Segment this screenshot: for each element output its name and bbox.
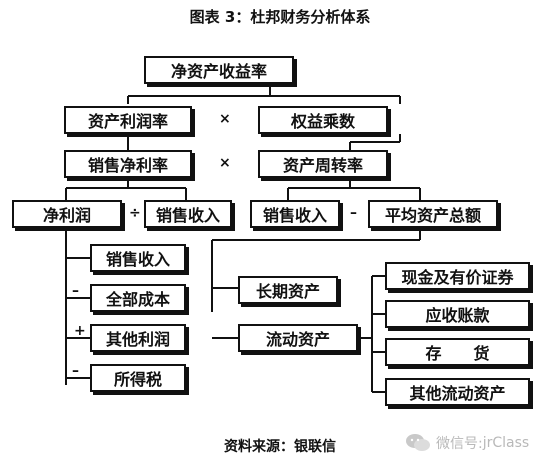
- node-current-assets: 流动资产: [238, 324, 358, 352]
- node-income-tax: 所得税: [90, 364, 186, 392]
- op-minus-2: –: [72, 363, 79, 379]
- op-divide: ÷: [129, 205, 141, 221]
- node-sales-revenue-c: 销售收入: [90, 244, 186, 272]
- node-roa: 资产利润率: [64, 106, 192, 134]
- node-cash-securities: 现金及有价证券: [385, 262, 530, 290]
- node-sales-revenue-b: 销售收入: [250, 200, 340, 228]
- node-roe: 净资产收益率: [144, 56, 294, 84]
- node-sales-revenue-a: 销售收入: [144, 200, 232, 228]
- node-inventory: 存 货: [385, 338, 530, 366]
- node-total-cost: 全部成本: [90, 284, 186, 312]
- node-equity-multiplier: 权益乘数: [258, 106, 388, 134]
- node-other-profit: 其他利润: [90, 324, 186, 352]
- watermark-prefix: 微信号:: [436, 436, 483, 452]
- node-other-current-assets: 其他流动资产: [385, 378, 530, 406]
- op-plus: +: [74, 323, 86, 339]
- node-avg-total-assets: 平均资产总额: [368, 200, 498, 228]
- node-asset-turnover: 资产周转率: [258, 150, 388, 178]
- node-net-margin: 销售净利率: [64, 150, 192, 178]
- node-long-term-assets: 长期资产: [238, 276, 338, 304]
- op-minus: –: [72, 283, 79, 299]
- watermark-account: jrClass: [482, 435, 530, 451]
- node-net-profit: 净利润: [12, 200, 122, 228]
- wechat-icon: [406, 434, 430, 451]
- watermark: 微信号: jrClass: [404, 432, 529, 454]
- op-times-1: ×: [219, 111, 231, 127]
- op-times-2: ×: [219, 155, 231, 171]
- figure-title: 图表 3：杜邦财务分析体系: [189, 8, 371, 26]
- source-note: 资料来源：银联信: [224, 439, 336, 455]
- op-minus-b: –: [350, 205, 357, 221]
- node-receivables: 应收账款: [385, 300, 530, 328]
